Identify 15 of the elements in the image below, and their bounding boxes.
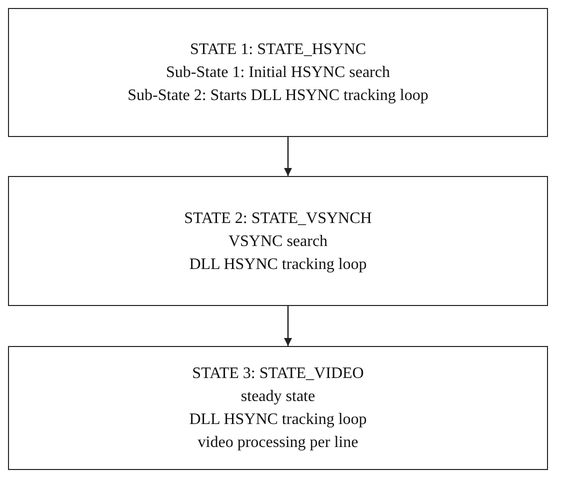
state-detail: DLL HSYNC tracking loop (189, 410, 367, 430)
state-detail: Sub-State 1: Initial HSYNC search (166, 63, 390, 83)
state-detail: video processing per line (198, 433, 358, 453)
state-box (8, 346, 548, 470)
state-detail: VSYNC search (228, 232, 328, 252)
arrow (284, 137, 292, 176)
state-title: STATE 2: STATE_VSYNCH (184, 208, 372, 228)
arrow (284, 306, 292, 346)
state-box (8, 8, 548, 137)
state-box (8, 176, 548, 306)
state-title: STATE 3: STATE_VIDEO (192, 364, 364, 384)
state-detail: DLL HSYNC tracking loop (189, 254, 367, 274)
state-detail: steady state (240, 387, 316, 407)
state-detail: Sub-State 2: Starts DLL HSYNC tracking loop (128, 86, 428, 106)
state-title: STATE 1: STATE_HSYNC (190, 40, 366, 60)
